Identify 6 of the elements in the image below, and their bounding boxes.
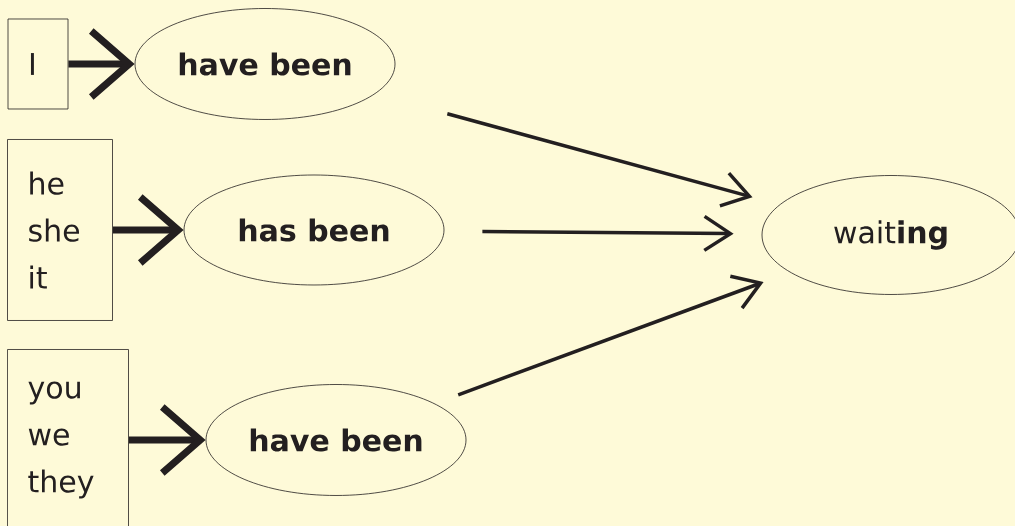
pronoun-box: you we they xyxy=(7,349,129,526)
pronoun-box: I xyxy=(7,18,69,110)
arrow xyxy=(482,214,734,252)
pronoun-box: he she it xyxy=(7,139,113,321)
arrow xyxy=(446,112,753,208)
arrow xyxy=(457,274,764,397)
